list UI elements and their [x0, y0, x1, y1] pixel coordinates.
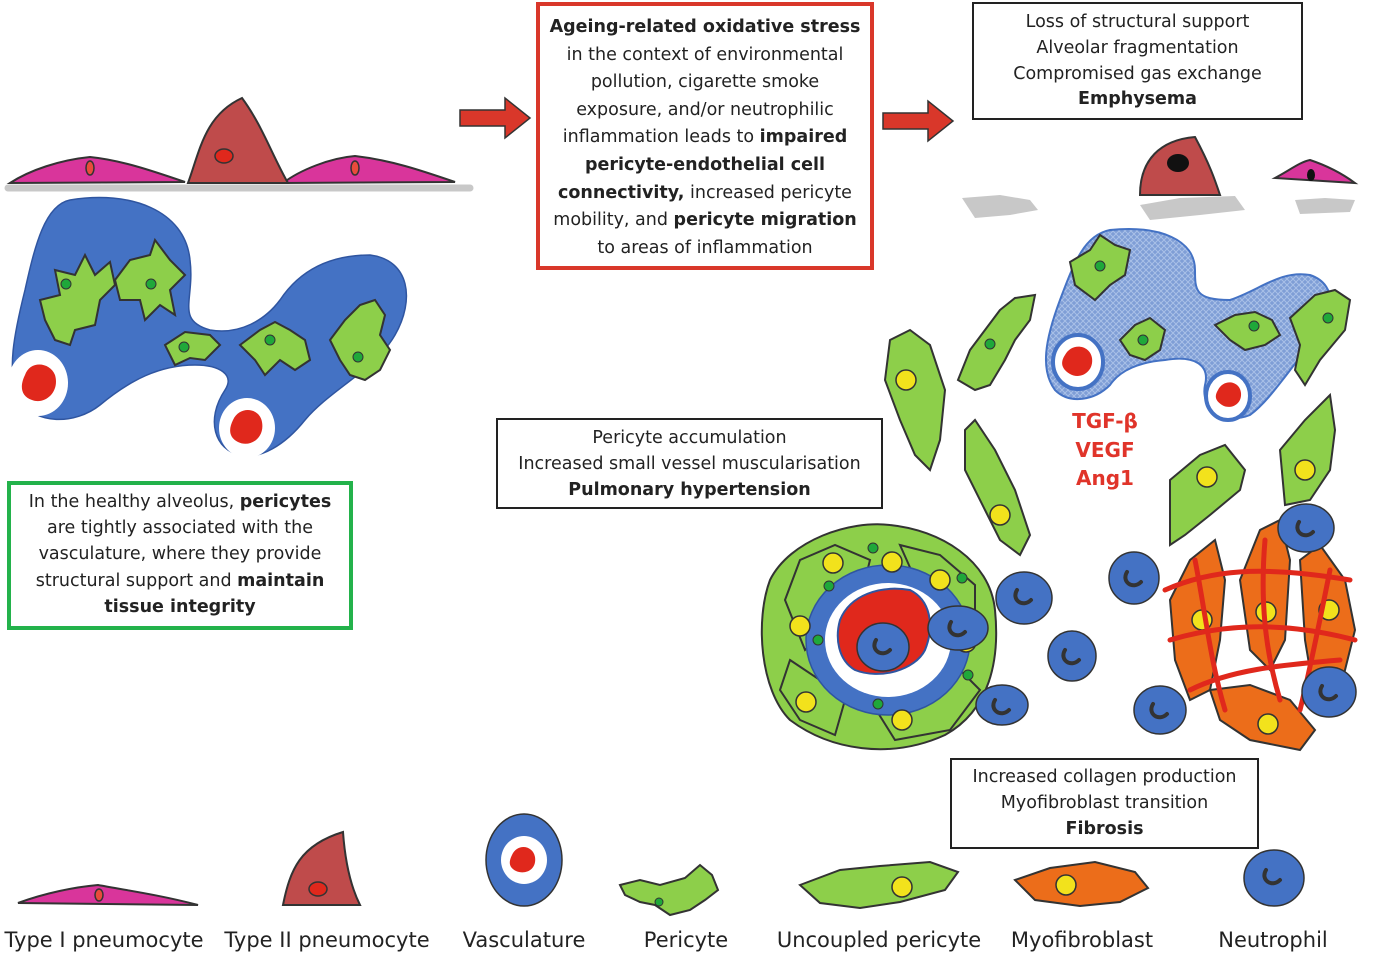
intro-line-5: inflammation leads to impaired	[546, 124, 864, 152]
healthy-line-4: structural support and maintain	[17, 568, 343, 594]
neutrophil-icon	[1243, 849, 1305, 907]
fragmented-membrane	[962, 195, 1038, 218]
emphysema-box: Loss of structural support Alveolar frag…	[972, 2, 1303, 120]
mediator-tgf-beta: TGF-β	[1072, 409, 1138, 433]
emphysema-line-3: Compromised gas exchange	[1013, 63, 1262, 84]
vasculature-icon	[485, 813, 563, 907]
pericytes-attached	[38, 237, 392, 382]
neutrophils	[856, 503, 1357, 735]
type-2-nucleus	[214, 148, 234, 164]
fragmented-membrane	[1295, 198, 1355, 214]
uncoupled-pericyte-icon	[798, 860, 960, 910]
type-1-pneumocyte-icon	[17, 883, 199, 906]
fragmented-membrane	[1140, 196, 1245, 220]
arrow-to-stress	[459, 96, 532, 140]
mediator-ang1: Ang1	[1076, 466, 1134, 490]
healthy-line-5: tissue integrity	[104, 596, 256, 617]
type-2-pneumocyte	[186, 96, 290, 184]
emphysema-title: Emphysema	[1078, 89, 1197, 110]
intro-line-8-regular: mobility, and	[553, 210, 674, 231]
pulmonary-hypertension-box: Pericyte accumulation Increased small ve…	[496, 418, 883, 509]
arrow-to-emphysema	[882, 99, 955, 143]
healthy-line-1-regular: In the healthy alveolus,	[28, 492, 240, 512]
healthy-line-1: In the healthy alveolus, pericytes	[17, 489, 343, 515]
emphysema-region	[956, 135, 1359, 422]
intro-line-8-bold: pericyte migration	[673, 210, 857, 231]
emphysema-line-1: Loss of structural support	[1025, 12, 1250, 32]
myofibroblast-icon	[1013, 860, 1150, 908]
healthy-line-4-regular: structural support and	[35, 570, 238, 591]
type-1-nucleus	[350, 160, 360, 176]
red-blood-cell	[1062, 346, 1093, 377]
mediators-list: TGF-β VEGF Ang1	[1050, 407, 1160, 493]
pericytes-loosening	[956, 233, 1352, 392]
healthy-alveolus	[4, 96, 474, 458]
type-2-nucleus	[1167, 154, 1189, 172]
intro-line-6: pericyte-endothelial cell	[584, 154, 825, 175]
uncoupled-pericytes	[883, 328, 1337, 557]
intro-line-1: Ageing-related oxidative stress	[549, 17, 861, 37]
intro-line-4: exposure, and/or neutrophilic	[576, 99, 834, 120]
pericyte-icon	[618, 863, 720, 917]
intro-line-5-bold: impaired	[759, 127, 848, 148]
legend-icons	[17, 813, 1305, 917]
mediator-vegf: VEGF	[1075, 437, 1135, 462]
type-1-pneumocyte-detached	[1271, 158, 1359, 185]
fibrosis-line-2: Myofibroblast transition	[1000, 793, 1209, 813]
intro-line-8: mobility, and pericyte migration	[546, 207, 864, 235]
pericyte-nuclei	[60, 278, 364, 363]
ph-line-1: Pericyte accumulation	[592, 428, 787, 448]
red-blood-cell	[1215, 382, 1242, 407]
legend-label-myofibroblast: Myofibroblast	[1010, 928, 1154, 952]
pericyte-nuclei	[984, 260, 1334, 350]
healthy-line-4-bold: maintain	[237, 570, 325, 591]
ph-title: Pulmonary hypertension	[568, 480, 811, 500]
red-blood-cell	[21, 364, 56, 402]
emphysema-line-2: Alveolar fragmentation	[1036, 37, 1239, 58]
intro-line-9: to areas of inflammation	[597, 237, 813, 258]
legend-label-type-1-pneumocyte: Type I pneumocyte	[4, 928, 204, 952]
fibrosis-line-1: Increased collagen production	[972, 767, 1237, 787]
red-blood-cell	[230, 410, 263, 444]
intro-line-5-regular: inflammation leads to	[562, 127, 760, 148]
type-2-pneumocyte-icon	[281, 830, 362, 906]
healthy-alveolus-box: In the healthy alveolus, pericytes are t…	[7, 481, 353, 630]
healthy-line-1-bold: pericytes	[239, 492, 332, 512]
healthy-line-2: are tightly associated with the	[46, 518, 313, 539]
legend-label-vasculature: Vasculature	[462, 928, 586, 952]
intro-line-7: connectivity, increased pericyte	[546, 180, 864, 208]
legend-label-pericyte: Pericyte	[643, 928, 729, 952]
fibrosis-box: Increased collagen production Myofibrobl…	[950, 758, 1259, 849]
healthy-line-3: vasculature, where they provide	[38, 544, 322, 565]
ph-line-2: Increased small vessel muscularisation	[518, 454, 861, 474]
legend-label-type-2-pneumocyte: Type II pneumocyte	[224, 928, 430, 952]
type-1-pneumocyte-left	[6, 155, 186, 185]
legend-label-neutrophil: Neutrophil	[1218, 928, 1328, 952]
type-1-pneumocyte-right	[280, 154, 456, 185]
intro-line-2: in the context of environmental	[566, 44, 844, 65]
type-1-nucleus	[1307, 169, 1315, 181]
fibrosis-title: Fibrosis	[1065, 819, 1144, 839]
intro-line-3: pollution, cigarette smoke	[590, 72, 820, 93]
intro-line-7-bold: connectivity,	[558, 182, 685, 203]
legend-label-uncoupled-pericyte: Uncoupled pericyte	[776, 928, 982, 952]
oxidative-stress-box: Ageing-related oxidative stress in the c…	[536, 2, 874, 270]
type-1-nucleus	[85, 160, 95, 176]
intro-line-7-regular: increased pericyte	[684, 182, 852, 203]
